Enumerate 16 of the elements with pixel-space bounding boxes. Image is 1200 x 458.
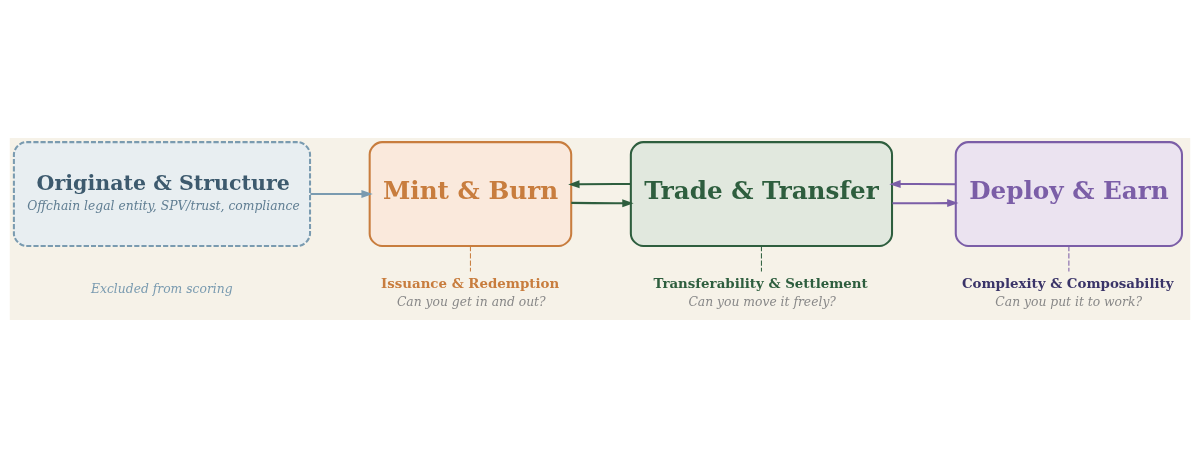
node-text: Complexity & Composability Can you put it to work?: [961, 275, 1174, 309]
arrow: [310, 190, 373, 198]
connector: [469, 245, 471, 273]
arrow: [892, 199, 959, 208]
connector: [760, 245, 762, 273]
node-box: Deploy & Earn: [954, 141, 1183, 247]
node-text: Transferability & Settlement Can you move it freely?: [653, 275, 868, 309]
node-text: Issuance & Redemption Can you get in and out?: [380, 275, 560, 309]
node-box: Trade & Transfer: [629, 141, 894, 247]
arrow: [889, 180, 956, 189]
node-box: Mint & Burn: [368, 141, 573, 247]
connector: [1068, 245, 1070, 273]
arrow: [568, 180, 631, 189]
label: Excluded from scoring: [91, 281, 233, 296]
arrow: [571, 199, 634, 208]
node-box: Originate & Structure Offchain legal entity, SPV/trust, compliance: [12, 141, 312, 247]
